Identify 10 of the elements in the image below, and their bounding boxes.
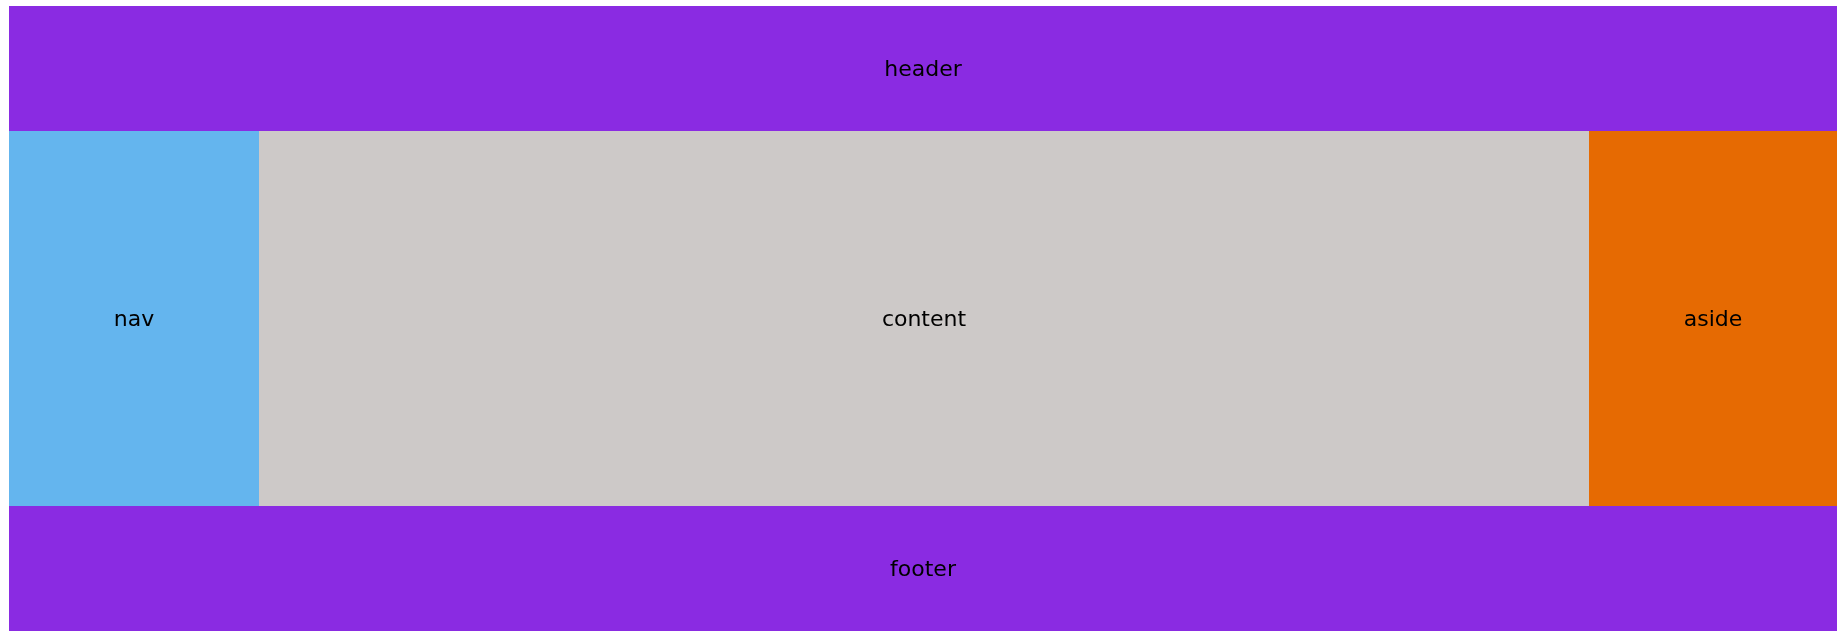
- nav-region: [9, 131, 259, 506]
- region-label: content: [881, 306, 967, 331]
- footer-region: [9, 506, 1837, 631]
- aside-region: [1589, 131, 1837, 506]
- content-region: [259, 131, 1589, 506]
- region-label: nav: [113, 306, 155, 331]
- region-label: footer: [890, 556, 956, 581]
- header-region: [9, 6, 1837, 131]
- region-label: header: [884, 56, 962, 81]
- region-label: aside: [1683, 306, 1743, 331]
